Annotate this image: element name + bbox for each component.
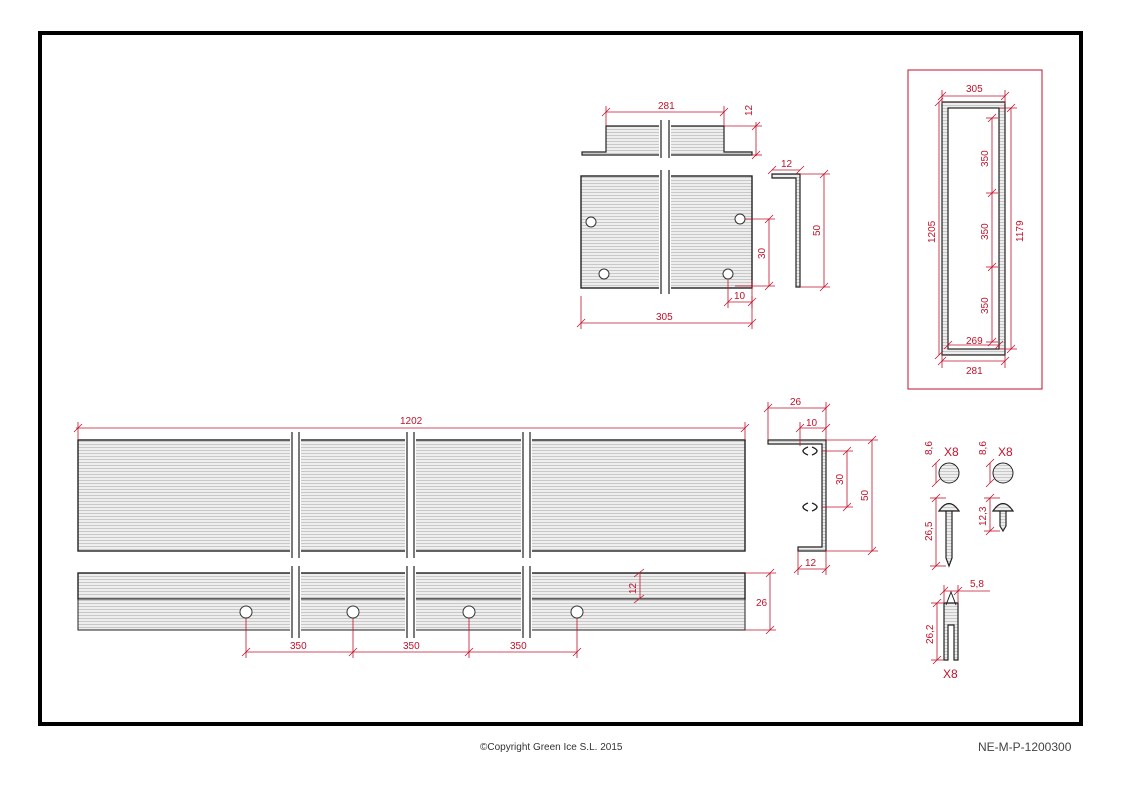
dim-bracket-hole-spacing: 30 [757,247,768,259]
bracket-hole [598,268,610,280]
dim-frame-segment: 350 [980,297,991,314]
dim-profile-clip-offset: 10 [806,418,818,429]
profile-hole [239,605,253,619]
dim-frame-bottom-width: 281 [966,366,983,377]
dim-plug-diameter: 5,8 [970,579,984,590]
frame-inner [947,107,1000,350]
dim-bracket-lip-height: 12 [744,104,755,116]
dim-bracket-top-width: 281 [658,101,675,112]
dim-frame-top-width: 305 [966,84,983,95]
dim-profile-flange: 26 [790,397,802,408]
dim-frame-inner-width: 269 [966,336,983,347]
top-bracket-drawing: 281 12 12 50 30 10 305 [576,101,830,329]
dim-bracket-height: 50 [812,224,823,236]
plug-quantity: X8 [943,667,958,681]
copyright-notice: ©Copyright Green Ice S.L. 2015 [480,742,623,753]
dim-plug-length: 26,2 [925,624,936,644]
dim-frame-segment: 350 [980,150,991,167]
dim-profile-clip-spacing: 30 [835,473,846,485]
dim-profile-hole-spacing: 350 [290,641,307,652]
dim-bracket-bottom-width: 305 [656,312,673,323]
hardware-drawing: X8 X8 8,6 8,6 26,5 12,3 5,8 26,2 X8 [924,441,1015,681]
dim-profile-side-lip: 12 [628,582,639,594]
bracket-hole [734,213,746,225]
dim-profile-hole-spacing: 350 [403,641,420,652]
dim-screw-b-length: 12,3 [978,506,989,526]
dim-profile-height: 50 [860,489,871,501]
dim-screw-a-length: 26,5 [924,521,935,541]
wall-plug-icon [943,602,959,661]
profile-hole [462,605,476,619]
dim-profile-side-depth: 26 [756,598,768,609]
drawing-code: NE-M-P-1200300 [978,740,1072,754]
frame-box [907,69,1043,390]
profile-hole [346,605,360,619]
dim-frame-outer-height: 1205 [927,220,938,243]
dim-profile-hole-spacing: 350 [510,641,527,652]
screw-head-icon [992,462,1014,484]
dim-screw-b-head: 8,6 [978,441,989,455]
screw-a-quantity: X8 [944,445,959,459]
screw-head-icon [938,462,960,484]
screw-short-icon [991,502,1015,533]
long-profile-section [767,439,827,552]
dim-frame-inner-height: 1179 [1015,220,1026,242]
screw-long-icon [937,502,961,568]
bracket-side-profile [771,173,801,288]
long-profile-drawing: 1202 26 10 30 50 12 12 26 350 350 350 [73,397,878,658]
dim-profile-lip: 12 [805,558,817,569]
dim-screw-a-head: 8,6 [924,441,935,455]
dim-frame-segment: 350 [980,223,991,240]
dim-bracket-side-lip: 12 [781,159,793,170]
profile-hole [570,605,584,619]
screw-b-quantity: X8 [998,445,1013,459]
frame-drawing: 305 1205 1179 350 350 350 269 281 [907,69,1043,390]
dim-bracket-hole-edge: 10 [734,291,746,302]
bracket-hole [585,216,597,228]
dim-profile-length: 1202 [400,416,423,427]
bracket-hole [722,268,734,280]
drawing-border [38,31,1083,726]
